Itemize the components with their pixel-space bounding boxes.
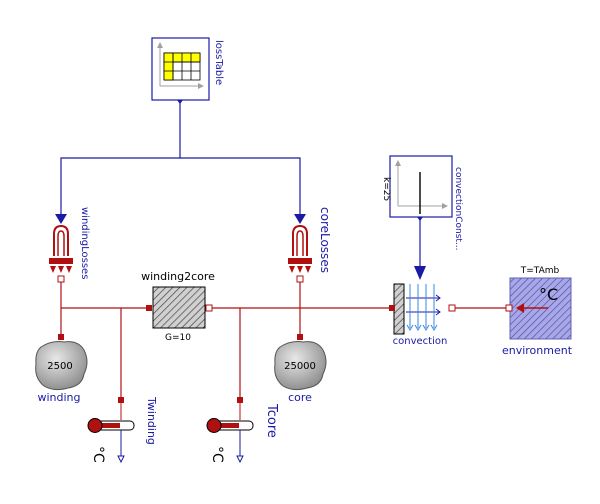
table-icon xyxy=(163,52,201,81)
tcore-unit: °C xyxy=(209,446,225,463)
heat-capacitor-icon xyxy=(35,341,88,391)
signal-wires xyxy=(60,102,421,266)
twinding-label: Twinding xyxy=(145,396,158,445)
environment-param: T=TAmb xyxy=(520,266,560,276)
core-capacitor-value: 25000 xyxy=(284,361,316,372)
winding2core-block[interactable]: winding2core G=10 xyxy=(141,270,215,343)
loss-table-label: lossTable xyxy=(213,40,224,85)
convection-constant-label: convectionConst... xyxy=(453,167,463,251)
thermometer-icon xyxy=(87,418,135,433)
winding2core-label: winding2core xyxy=(141,270,215,283)
winding2core-param: G=10 xyxy=(165,333,191,343)
tcore-sensor-block[interactable]: °C Tcore xyxy=(206,397,279,464)
winding-capacitor-value: 2500 xyxy=(47,361,72,372)
core-losses-block[interactable]: coreLosses xyxy=(288,207,332,283)
twinding-unit: °C xyxy=(90,446,106,463)
winding-capacitor-block[interactable]: 2500 winding xyxy=(35,334,88,404)
winding-capacitor-label: winding xyxy=(37,391,80,404)
convection-constant-param: k=25 xyxy=(381,177,391,201)
twinding-sensor-block[interactable]: °C Twinding xyxy=(87,396,158,464)
core-capacitor-label: core xyxy=(288,391,312,404)
convection-arrows-icon xyxy=(406,284,441,331)
convection-block[interactable]: convection xyxy=(389,266,456,347)
thermal-wires xyxy=(60,281,509,398)
core-losses-label: coreLosses xyxy=(318,207,332,273)
core-capacitor-block[interactable]: 25000 core xyxy=(274,334,327,404)
winding-losses-block[interactable]: windingLosses xyxy=(49,207,90,283)
thermometer-icon xyxy=(206,418,254,433)
loss-table-block[interactable]: lossTable xyxy=(151,37,224,104)
convection-label: convection xyxy=(393,336,448,347)
environment-unit: °C xyxy=(539,285,558,304)
environment-block[interactable]: °C T=TAmb environment xyxy=(502,266,573,357)
convection-constant-block[interactable]: k=25 convectionConst... xyxy=(381,155,463,251)
environment-label: environment xyxy=(502,344,573,357)
tcore-label: Tcore xyxy=(264,403,279,438)
winding-losses-label: windingLosses xyxy=(79,207,90,279)
heat-capacitor-icon xyxy=(274,341,327,391)
